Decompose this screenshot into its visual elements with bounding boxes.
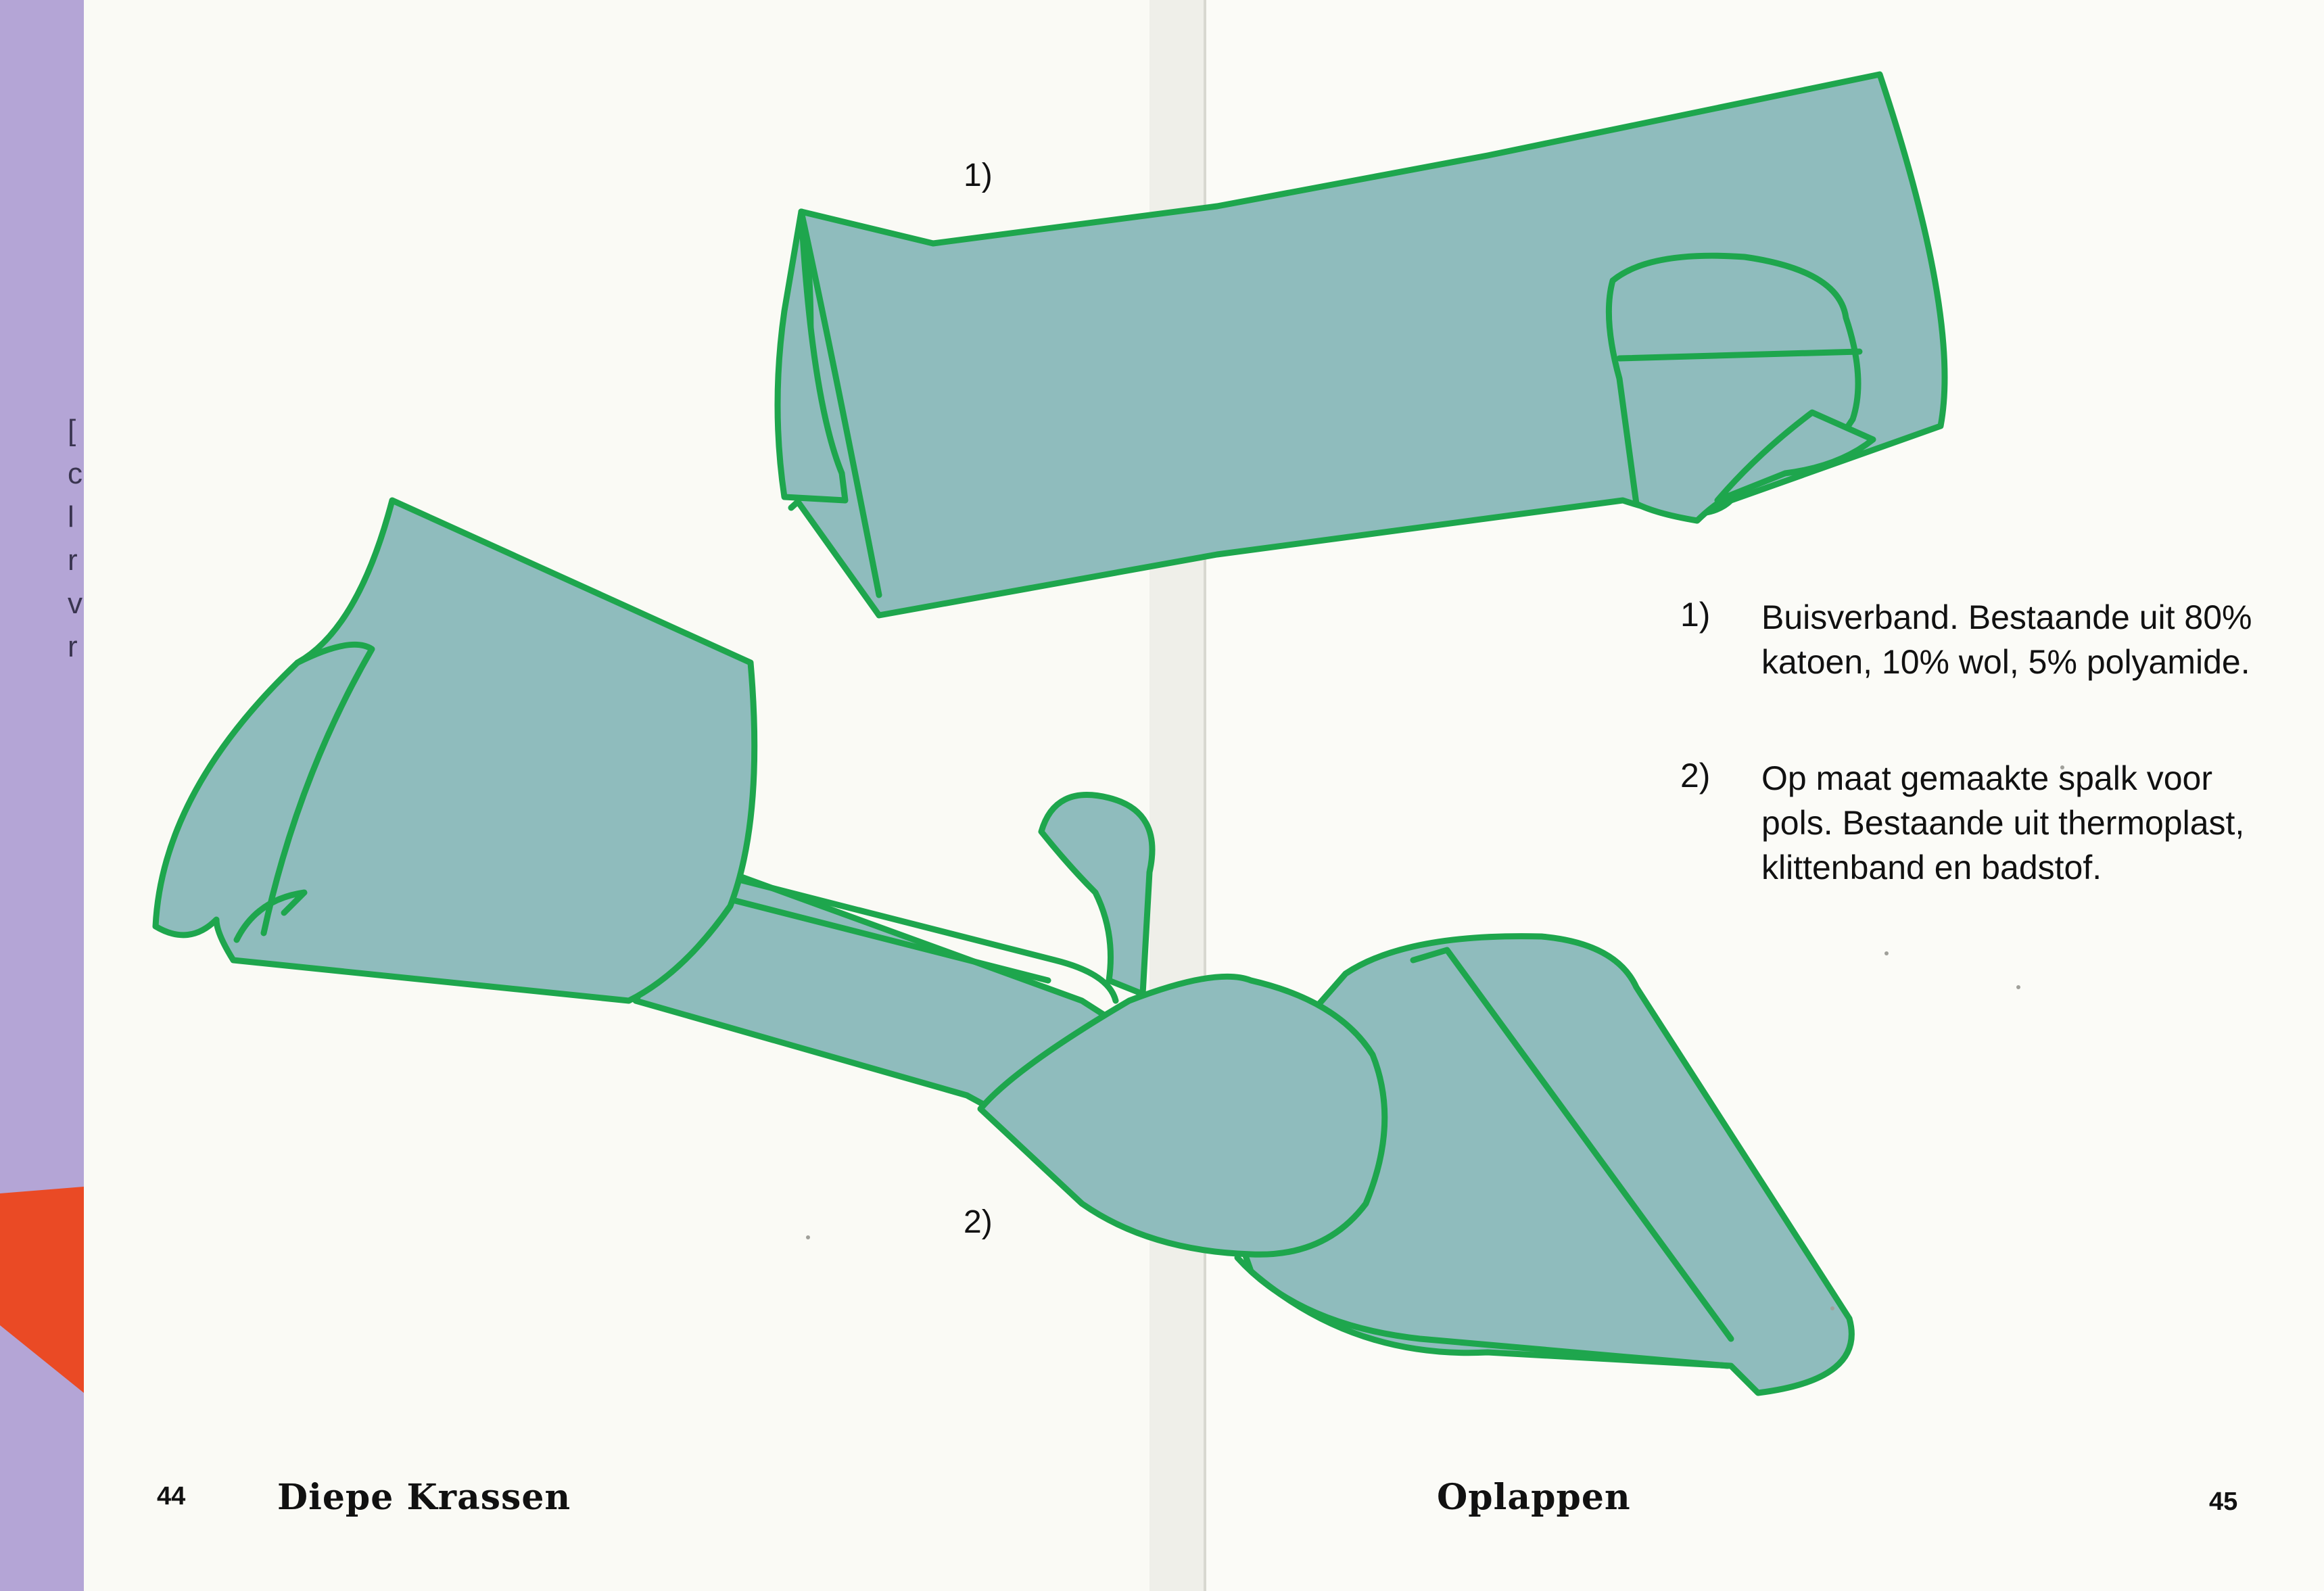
right-page-number: 45 [2209,1488,2238,1516]
paper-speckles [806,765,2064,1310]
legend-1-number: 1) [1680,596,1711,634]
figure-1-label: 1) [964,158,993,193]
edge-letter: l [68,500,74,533]
legend-1-text: Buisverband. Bestaande uit 80% katoen, 1… [1761,598,2252,681]
edge-letter: v [68,587,82,620]
figure-2-label: 2) [964,1204,993,1240]
edge-letter: [ [68,414,76,447]
left-running-title: Diepe Krassen [277,1477,571,1518]
edge-letter: r [68,544,78,577]
left-page-number: 44 [157,1482,186,1511]
red-accent [0,1187,84,1393]
edge-letter: c [68,457,82,490]
figure-2-wrist-splint [152,497,1855,1396]
edge-letter: r [68,630,78,663]
legend-2-number: 2) [1680,757,1711,794]
figure-1-tubular-bandage [774,71,1948,619]
right-running-title: Oplappen [1437,1477,1631,1518]
legend-2-text: Op maat gemaakte spalk voor pols. Bestaa… [1761,759,2245,886]
